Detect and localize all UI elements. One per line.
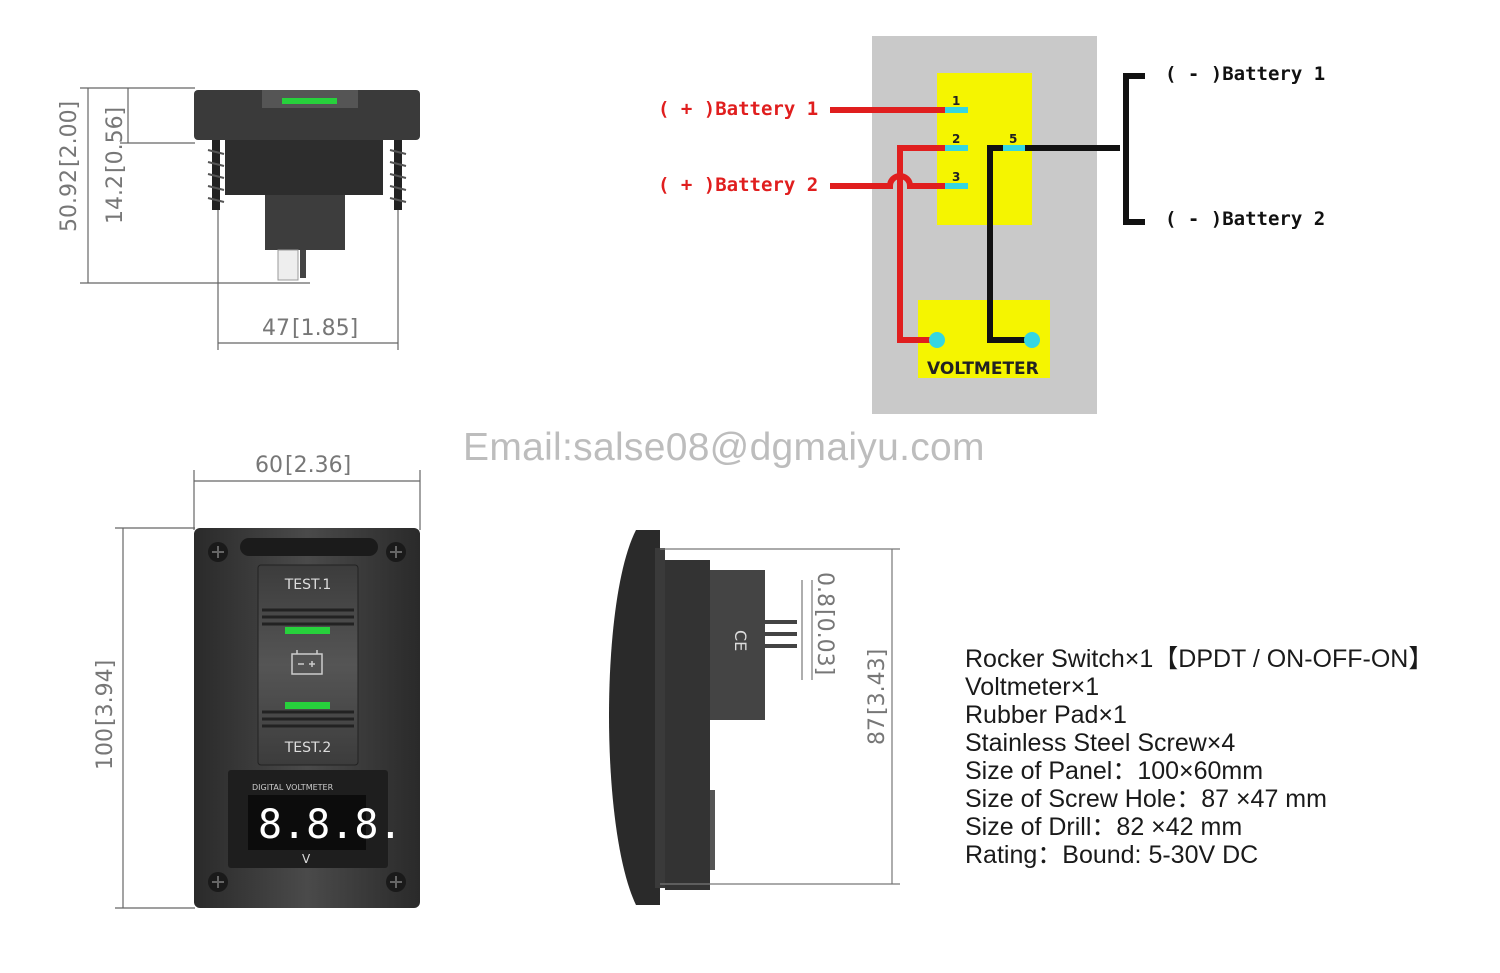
rocker-led-top (285, 627, 330, 634)
spec-list: Rocker Switch×1【DPDT / ON-OFF-ON】 Voltme… (965, 645, 1433, 869)
pin-5-terminal (1000, 145, 1026, 151)
front-grip-slot (240, 538, 378, 556)
side-bezel (194, 90, 420, 140)
dim-total-height: 50.92[2.00] (57, 101, 82, 232)
side-screw-thread-right (389, 149, 407, 203)
profile-switch-body (710, 570, 765, 720)
watermark-email: Email:salse08@dgmaiyu.com (463, 426, 985, 469)
wire-pin5-to-voltmeter (987, 145, 1030, 343)
profile-ce-mark: CE (731, 630, 750, 651)
rocker-test2-label: TEST.2 (284, 740, 332, 756)
spec-line: Stainless Steel Screw×4 (965, 729, 1236, 757)
voltmeter-terminal-negative (1024, 332, 1040, 348)
rocker-test1-label: TEST.1 (284, 577, 332, 593)
pin-2-label: 2 (952, 132, 960, 146)
rocker-ribs-top (262, 608, 354, 626)
wire-negative-bracket (1123, 73, 1145, 225)
front-dim-width: 60[2.36] (255, 453, 351, 478)
profile-view: CE 87[3.43] 0.8[0.03] (609, 530, 900, 905)
battery-icon-terminals (296, 650, 318, 667)
profile-flange (655, 548, 665, 888)
voltmeter-unit: V (302, 852, 311, 866)
pin-1-label: 1 (952, 94, 960, 108)
profile-dim-depth: 87[3.43] (865, 649, 890, 745)
side-body (225, 140, 383, 195)
profile-dim-pin: 0.8[0.03] (812, 572, 837, 675)
battery-icon (291, 653, 323, 675)
profile-bezel (609, 530, 660, 905)
voltmeter-caption: DIGITAL VOLTMETER (252, 783, 334, 792)
wiring-diagram: VOLTMETER 1 2 3 5 ( + )Battery 1 ( + )Ba… (658, 36, 1325, 414)
side-terminal (277, 249, 299, 281)
rocker-ribs-bottom (262, 710, 354, 728)
pin-2-terminal (943, 145, 968, 151)
voltmeter-terminal-positive (929, 332, 945, 348)
voltmeter-screen (248, 795, 366, 850)
side-terminal-pin (300, 250, 306, 278)
spec-line: Size of Drill：82 ×42 mm (965, 813, 1243, 841)
profile-pin-3 (765, 644, 797, 648)
label-negative-battery-1: ( - )Battery 1 (1165, 63, 1325, 85)
profile-pin-1 (765, 620, 797, 624)
dim-width: 47[1.85] (262, 316, 358, 341)
rocker-led-bottom (285, 702, 330, 709)
dim-top-height: 14.2[0.56] (103, 107, 128, 224)
spec-line: Size of Panel：100×60mm (965, 757, 1264, 785)
pin-3-terminal (943, 183, 968, 189)
label-positive-battery-1: ( + )Battery 1 (658, 98, 818, 120)
spec-line: Voltmeter×1 (965, 673, 1100, 701)
front-view: 60[2.36] 100[3.94] TEST.1 TEST.2 DIGITAL… (93, 453, 421, 909)
pin-5-label: 5 (1009, 132, 1017, 146)
side-switch-housing (265, 195, 345, 250)
voltmeter-label: VOLTMETER (927, 359, 1039, 379)
profile-housing (665, 560, 710, 890)
profile-pin-2 (765, 632, 797, 636)
spec-line: Rocker Switch×1【DPDT / ON-OFF-ON】 (965, 645, 1434, 673)
pin-1-terminal (943, 107, 968, 113)
spec-line: Rating：Bound: 5-30V DC (965, 841, 1259, 869)
wire-pin2-to-voltmeter (897, 145, 945, 343)
side-led-indicator (282, 98, 337, 104)
side-screw-thread-left (207, 149, 225, 203)
pin-3-label: 3 (952, 170, 960, 184)
label-positive-battery-2: ( + )Battery 2 (658, 174, 818, 196)
rocker-switch[interactable] (257, 564, 359, 766)
voltmeter-digits: 8.8.8. (258, 802, 403, 848)
label-negative-battery-2: ( - )Battery 2 (1165, 208, 1325, 230)
profile-voltmeter-back (710, 790, 715, 870)
front-screw-cross (212, 546, 402, 888)
spec-line: Rubber Pad×1 (965, 701, 1127, 729)
side-view: 50.92[2.00] 14.2[0.56] 47[1.85] (57, 87, 420, 350)
front-dim-height: 100[3.94] (93, 660, 118, 770)
spec-line: Size of Screw Hole：87 ×47 mm (965, 785, 1327, 813)
